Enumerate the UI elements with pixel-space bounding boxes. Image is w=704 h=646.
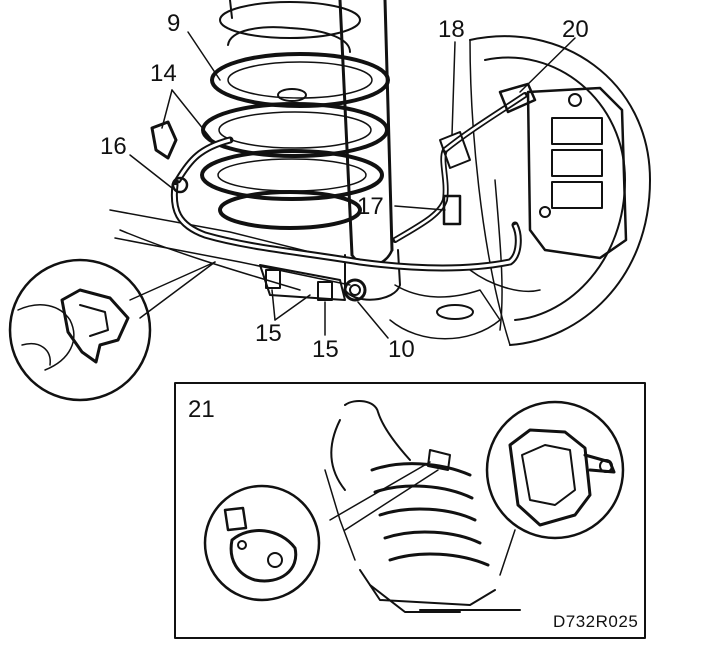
inset-panel-21 <box>174 382 646 639</box>
callout-16: 16 <box>100 133 127 160</box>
figure-reference-code: D732R025 <box>553 612 639 631</box>
callout-15-right: 15 <box>312 336 339 363</box>
brake-line <box>150 82 537 272</box>
coil-spring <box>200 1 390 230</box>
callout-14: 14 <box>150 60 177 87</box>
callout-20: 20 <box>562 16 589 43</box>
callout-21: 21 <box>188 396 215 423</box>
callout-17: 17 <box>357 193 384 220</box>
detail-circle-clip <box>8 258 152 402</box>
leader-lines <box>129 31 576 339</box>
callout-18: 18 <box>438 16 465 43</box>
callout-9: 9 <box>167 10 181 37</box>
strut-tube <box>229 0 401 302</box>
callout-15-left: 15 <box>255 320 282 347</box>
callout-10: 10 <box>388 336 415 363</box>
brake-disc-assembly <box>469 35 651 346</box>
